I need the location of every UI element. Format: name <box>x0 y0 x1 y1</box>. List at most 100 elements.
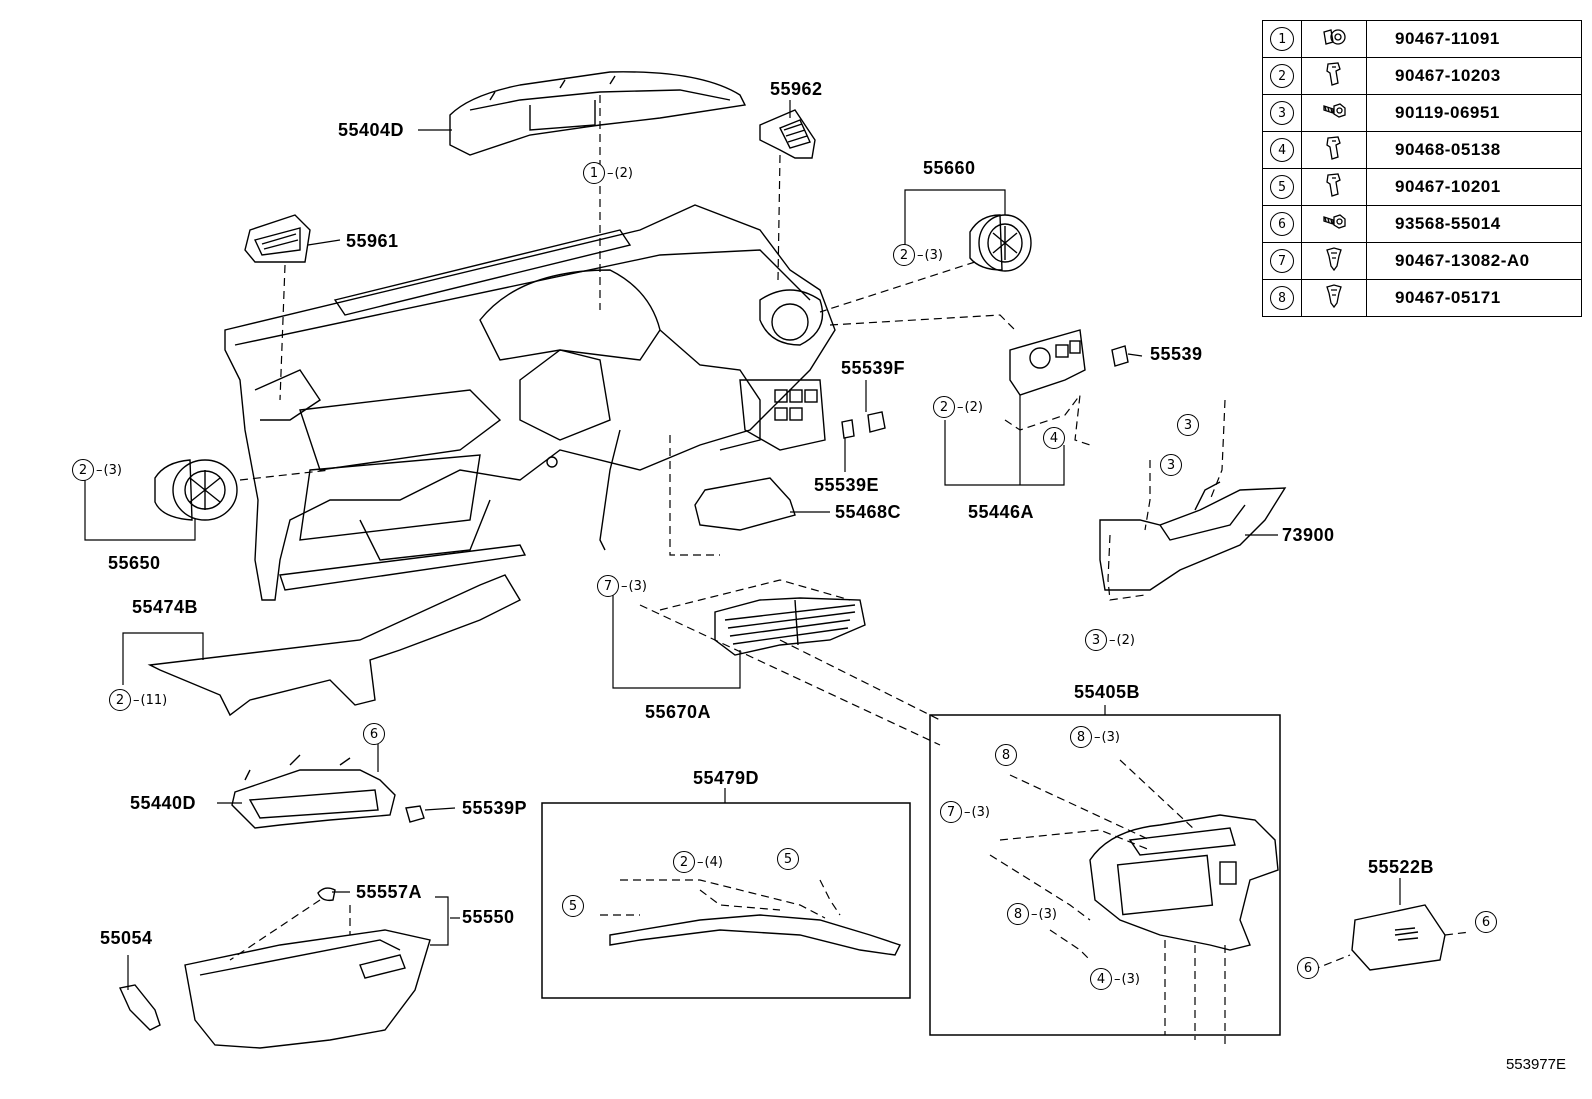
part-label-55054[interactable]: 55054 <box>100 928 153 948</box>
fastener-number: 2 <box>109 689 131 711</box>
legend-part-number: 90119-06951 <box>1366 94 1582 132</box>
legend-part-number: 90467-11091 <box>1366 20 1582 58</box>
part-label-55961[interactable]: 55961 <box>346 231 399 251</box>
callout[interactable]: 1(2) <box>583 162 633 184</box>
callout[interactable]: 2(4) <box>673 851 723 873</box>
legend-icon-cell <box>1301 242 1367 280</box>
fastener-qty: (11) <box>133 693 168 708</box>
part-label-55446A[interactable]: 55446A <box>968 502 1035 522</box>
clip-grommet-icon <box>1321 28 1347 53</box>
part-label-55468C[interactable]: 55468C <box>835 502 902 522</box>
part-label-55539E[interactable]: 55539E <box>814 475 880 495</box>
glove-box-drawing <box>184 887 431 1049</box>
clip-push-icon <box>1323 283 1345 314</box>
clip-retainer-icon <box>1324 172 1344 203</box>
legend-part-number: 90467-13082-A0 <box>1366 242 1582 280</box>
callout[interactable]: 8(3) <box>1070 726 1120 748</box>
callout[interactable]: 7(3) <box>597 575 647 597</box>
fastener-number: 8 <box>995 744 1017 766</box>
legend-part-number: 90467-10203 <box>1366 57 1582 95</box>
callout[interactable]: 3(2) <box>1085 629 1135 651</box>
callout[interactable]: 2(11) <box>109 689 167 711</box>
legend-number: 2 <box>1270 64 1294 88</box>
left-vent-cover-drawing <box>244 214 311 263</box>
guide-lines <box>229 95 1471 1045</box>
callout[interactable]: 5 <box>562 895 584 917</box>
part-label-55962[interactable]: 55962 <box>770 79 823 99</box>
callout[interactable]: 2(2) <box>933 396 983 418</box>
instrument-trim-strip-drawing <box>147 574 521 717</box>
part-label-55474B[interactable]: 55474B <box>132 597 199 617</box>
fastener-qty: (3) <box>1031 907 1057 922</box>
callout[interactable]: 4(3) <box>1090 968 1140 990</box>
fastener-qty: (3) <box>917 248 943 263</box>
part-label-55479D[interactable]: 55479D <box>693 768 760 788</box>
fastener-number: 5 <box>777 848 799 870</box>
fastener-number: 6 <box>363 723 385 745</box>
callout[interactable]: 5 <box>777 848 799 870</box>
part-label-55539P[interactable]: 55539P <box>462 798 528 818</box>
meter-hood-drawing <box>449 71 747 156</box>
fastener-number: 3 <box>1177 414 1199 436</box>
part-label-55660[interactable]: 55660 <box>923 158 976 178</box>
legend-number-cell: 8 <box>1262 279 1302 317</box>
callout[interactable]: 8(3) <box>1007 903 1057 925</box>
part-label-55405B[interactable]: 55405B <box>1074 682 1141 702</box>
legend-part-number: 93568-55014 <box>1366 205 1582 243</box>
part-label-55440D[interactable]: 55440D <box>130 793 197 813</box>
part-label-55539F[interactable]: 55539F <box>841 358 906 378</box>
legend-number-cell: 7 <box>1262 242 1302 280</box>
callout[interactable]: 2(3) <box>893 244 943 266</box>
callout[interactable]: 2(3) <box>72 459 122 481</box>
legend-part-number: 90467-05171 <box>1366 279 1582 317</box>
fastener-number: 1 <box>583 162 605 184</box>
leader-lines <box>84 100 1401 990</box>
part-label-55404D[interactable]: 55404D <box>338 120 405 140</box>
part-label-55539[interactable]: 55539 <box>1150 344 1203 364</box>
callout[interactable]: 7(3) <box>940 801 990 823</box>
callout[interactable]: 8 <box>995 744 1017 766</box>
legend-row[interactable]: 4 90468-05138 <box>1262 131 1582 169</box>
part-label-55670A[interactable]: 55670A <box>645 702 712 722</box>
part-label-55522B[interactable]: 55522B <box>1368 857 1435 877</box>
screw-bolt-icon <box>1321 102 1347 127</box>
fastener-number: 2 <box>933 396 955 418</box>
fastener-qty: (2) <box>1109 633 1135 648</box>
lower-box-drawing <box>231 754 425 829</box>
legend-row[interactable]: 7 90467-13082-A0 <box>1262 242 1582 280</box>
fastener-number: 6 <box>1297 957 1319 979</box>
screw-bolt-icon <box>1321 213 1347 238</box>
fastener-number: 6 <box>1475 911 1497 933</box>
legend-number: 4 <box>1270 138 1294 162</box>
fastener-qty: (2) <box>607 166 633 181</box>
callout[interactable]: 3 <box>1177 414 1199 436</box>
legend-row[interactable]: 2 90467-10203 <box>1262 57 1582 95</box>
switch-hole-cover-drawing <box>841 411 886 439</box>
lower-finish-strip-drawing <box>609 914 901 956</box>
legend-part-number: 90468-05138 <box>1366 131 1582 169</box>
illustration-reference-code: 553977E <box>1505 1056 1566 1073</box>
callout[interactable]: 6 <box>363 723 385 745</box>
part-label-55650[interactable]: 55650 <box>108 553 161 573</box>
callout[interactable]: 4 <box>1043 427 1065 449</box>
lower-cover-drawing <box>694 477 796 531</box>
callout[interactable]: 6 <box>1475 911 1497 933</box>
legend-number: 7 <box>1270 249 1294 273</box>
part-label-55550[interactable]: 55550 <box>462 907 515 927</box>
legend-number-cell: 4 <box>1262 131 1302 169</box>
legend-row[interactable]: 8 90467-05171 <box>1262 279 1582 317</box>
glove-box-damper-drawing <box>118 984 161 1031</box>
left-round-vent-drawing <box>154 459 238 521</box>
part-label-55557A[interactable]: 55557A <box>356 882 423 902</box>
fastener-qty: (3) <box>96 463 122 478</box>
clock-assembly-drawing <box>1351 904 1446 971</box>
callout[interactable]: 6 <box>1297 957 1319 979</box>
part-label-73900[interactable]: 73900 <box>1282 525 1335 545</box>
legend-icon-cell <box>1301 57 1367 95</box>
callout[interactable]: 3 <box>1160 454 1182 476</box>
fastener-qty: (3) <box>964 805 990 820</box>
